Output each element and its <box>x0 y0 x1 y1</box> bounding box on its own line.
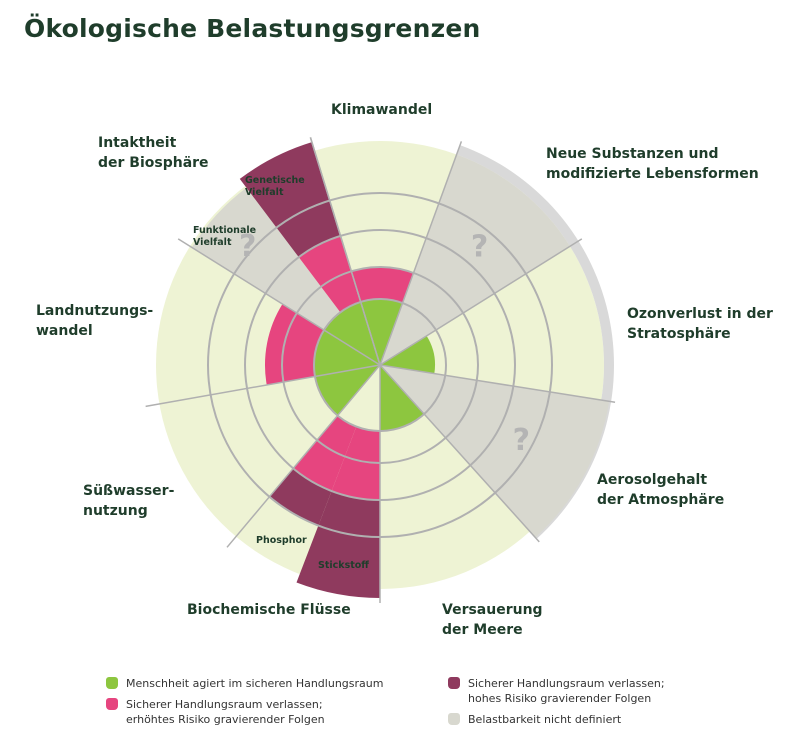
unknown-mark-2: ? <box>513 423 530 458</box>
spoke-10 <box>309 137 381 366</box>
wedge-freshwater-safe <box>315 365 380 416</box>
legend-swatch-increasing-risk <box>106 698 118 710</box>
label-aerosols: Aerosolgehalt der Atmosphäre <box>597 472 725 508</box>
wedge-layer <box>191 142 610 598</box>
unknown-mark-layer: ??? <box>239 229 530 458</box>
spoke-9 <box>177 238 381 366</box>
wedge-landuse-risk <box>264 304 325 385</box>
spoke-3 <box>379 238 583 366</box>
spoke-8 <box>145 364 381 408</box>
label-biochemical: Biochemische Flüsse <box>187 602 351 618</box>
label-biosphere: Intaktheit der Biosphäre <box>98 135 209 171</box>
label-novel-entities: Neue Substanzen und modifizierte Lebensf… <box>546 146 759 182</box>
wedge-aerosols <box>380 365 610 538</box>
spoke-2 <box>379 141 463 366</box>
legend-not-defined: Belastbarkeit nicht definiert <box>448 712 621 727</box>
sublabel-functional-diversity: Funktionale Vielfalt <box>193 225 257 248</box>
label-climate: Klimawandel <box>331 102 433 118</box>
unknown-mark-3: ? <box>239 229 256 264</box>
legend-high-risk: Sicherer Handlungsraum verlassen; hohes … <box>448 676 665 706</box>
wedge-climate-risk <box>351 267 414 303</box>
spoke-5 <box>379 364 540 543</box>
wedge-nitrogen-high <box>296 491 380 598</box>
legend-safe: Menschheit agiert im sicheren Handlungsr… <box>106 676 383 691</box>
wedge-phosphor-risk <box>293 415 357 492</box>
wedge-genetic-safe <box>324 301 380 365</box>
label-acidification: Versauerung der Meere <box>442 602 543 638</box>
unknown-mark-1: ? <box>471 229 488 264</box>
spoke-4 <box>379 364 616 403</box>
wedge-nitrogen-risk <box>331 426 380 500</box>
spoke-7 <box>226 364 381 548</box>
wedge-climate-safe <box>360 298 403 365</box>
wedge-ozone-safe <box>380 335 435 374</box>
spoke-layer <box>145 137 616 603</box>
wedge-phosphor-high <box>269 468 332 526</box>
wedge-genetic-risk <box>298 235 361 313</box>
legend-swatch-not-defined <box>448 713 460 725</box>
legend-increasing-risk: Sicherer Handlungsraum verlassen; erhöht… <box>106 697 325 727</box>
label-ozone: Ozonverlust in der Stratosphäre <box>627 306 773 342</box>
sublabel-nitrogen: Stickstoff <box>318 560 370 571</box>
sublabel-genetic-diversity: Genetische Vielfalt <box>245 175 305 198</box>
wedge-landuse-safe <box>314 330 380 377</box>
wedge-genetic-high <box>239 142 341 258</box>
label-freshwater: Süßwasser- nutzung <box>83 483 175 519</box>
legend-swatch-safe <box>106 677 118 689</box>
sublabel-phosphor: Phosphor <box>256 535 307 546</box>
legend-swatch-high-risk <box>448 677 460 689</box>
wedge-novel-entities <box>380 154 570 365</box>
label-land-use: Landnutzungs- wandel <box>36 303 154 339</box>
wedge-acidification-safe <box>380 365 425 431</box>
page-title: Ökologische Belastungsgrenzen <box>24 14 481 43</box>
